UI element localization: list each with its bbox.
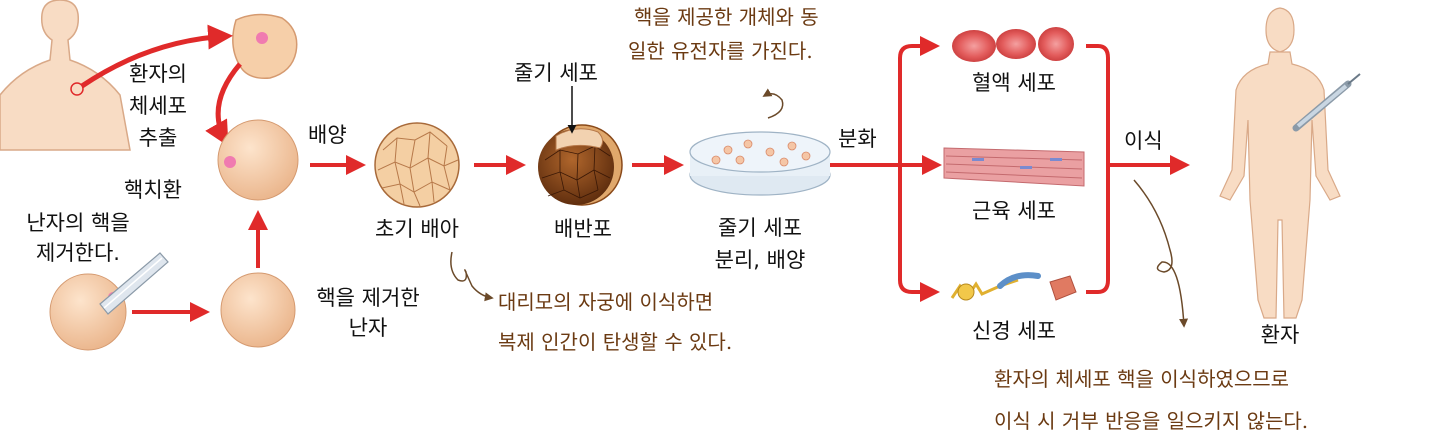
- differentiation-arrows: [830, 46, 938, 292]
- somatic-cell: [233, 14, 297, 78]
- extract-label-line-3: 추출: [116, 122, 200, 154]
- blood-cell-label: 혈액 세포: [944, 68, 1084, 98]
- bottom-note-line-1: 환자의 체세포 핵을 이식하였으므로: [994, 358, 1308, 400]
- stem-cell-sep-line-2: 분리, 배양: [690, 244, 830, 276]
- differentiation-label: 분화: [838, 124, 877, 154]
- middle-note-pointer: [451, 252, 492, 298]
- bottom-note-pointer: [1134, 180, 1184, 326]
- blastocyst: [538, 125, 622, 205]
- nerve-cell: [952, 275, 1076, 300]
- enucleated-egg-line-2: 난자: [300, 313, 436, 343]
- remove-nucleus-line-1: 난자의 핵을: [2, 208, 154, 238]
- culture-label: 배양: [308, 120, 347, 150]
- middle-note-line-2: 복제 인간이 탄생할 수 있다.: [498, 322, 732, 362]
- extract-label: 환자의 체세포 추출: [116, 58, 200, 154]
- stem-cell-sep-line-1: 줄기 세포: [690, 212, 830, 244]
- bottom-note-line-2: 이식 시 거부 반응을 일으키지 않는다.: [994, 400, 1308, 442]
- patient-torso-figure: [0, 0, 130, 150]
- enucleated-egg-line-1: 핵을 제거한: [300, 283, 436, 313]
- top-note-line-2: 일한 유전자를 가진다.: [628, 34, 819, 68]
- enucleated-egg: [221, 273, 295, 347]
- top-note-pointer: [764, 94, 783, 118]
- blastocyst-label: 배반포: [528, 214, 638, 244]
- patient-label: 환자: [1240, 320, 1320, 350]
- middle-note: 대리모의 자궁에 이식하면 복제 인간이 탄생할 수 있다.: [498, 282, 732, 362]
- top-note-line-1: 핵을 제공한 개체와 동: [628, 0, 819, 34]
- remove-nucleus-line-2: 제거한다.: [2, 238, 154, 268]
- petri-dish: [690, 132, 830, 195]
- nuclear-transfer-label: 핵치환: [124, 175, 182, 205]
- egg-with-nucleus: [50, 274, 126, 350]
- nerve-cell-label: 신경 세포: [944, 316, 1084, 346]
- top-note: 핵을 제공한 개체와 동 일한 유전자를 가진다.: [628, 0, 819, 68]
- early-embryo: [375, 123, 459, 207]
- bottom-note: 환자의 체세포 핵을 이식하였으므로 이식 시 거부 반응을 일으키지 않는다.: [994, 358, 1308, 442]
- stem-cell-separation-label: 줄기 세포 분리, 배양: [690, 212, 830, 276]
- blood-cells: [952, 27, 1074, 62]
- extract-label-line-2: 체세포: [116, 90, 200, 122]
- extract-label-line-1: 환자의: [116, 58, 200, 90]
- remove-nucleus-label: 난자의 핵을 제거한다.: [2, 208, 154, 268]
- early-embryo-label: 초기 배아: [352, 214, 482, 244]
- stem-cell-label: 줄기 세포: [514, 58, 598, 88]
- patient-figure: [1220, 8, 1340, 318]
- muscle-cells: [944, 148, 1084, 186]
- reconstructed-egg: [218, 120, 298, 200]
- middle-note-line-1: 대리모의 자궁에 이식하면: [498, 282, 732, 322]
- muscle-cell-label: 근육 세포: [944, 196, 1084, 226]
- enucleated-egg-label: 핵을 제거한 난자: [300, 283, 436, 343]
- transplant-label: 이식: [1124, 126, 1163, 156]
